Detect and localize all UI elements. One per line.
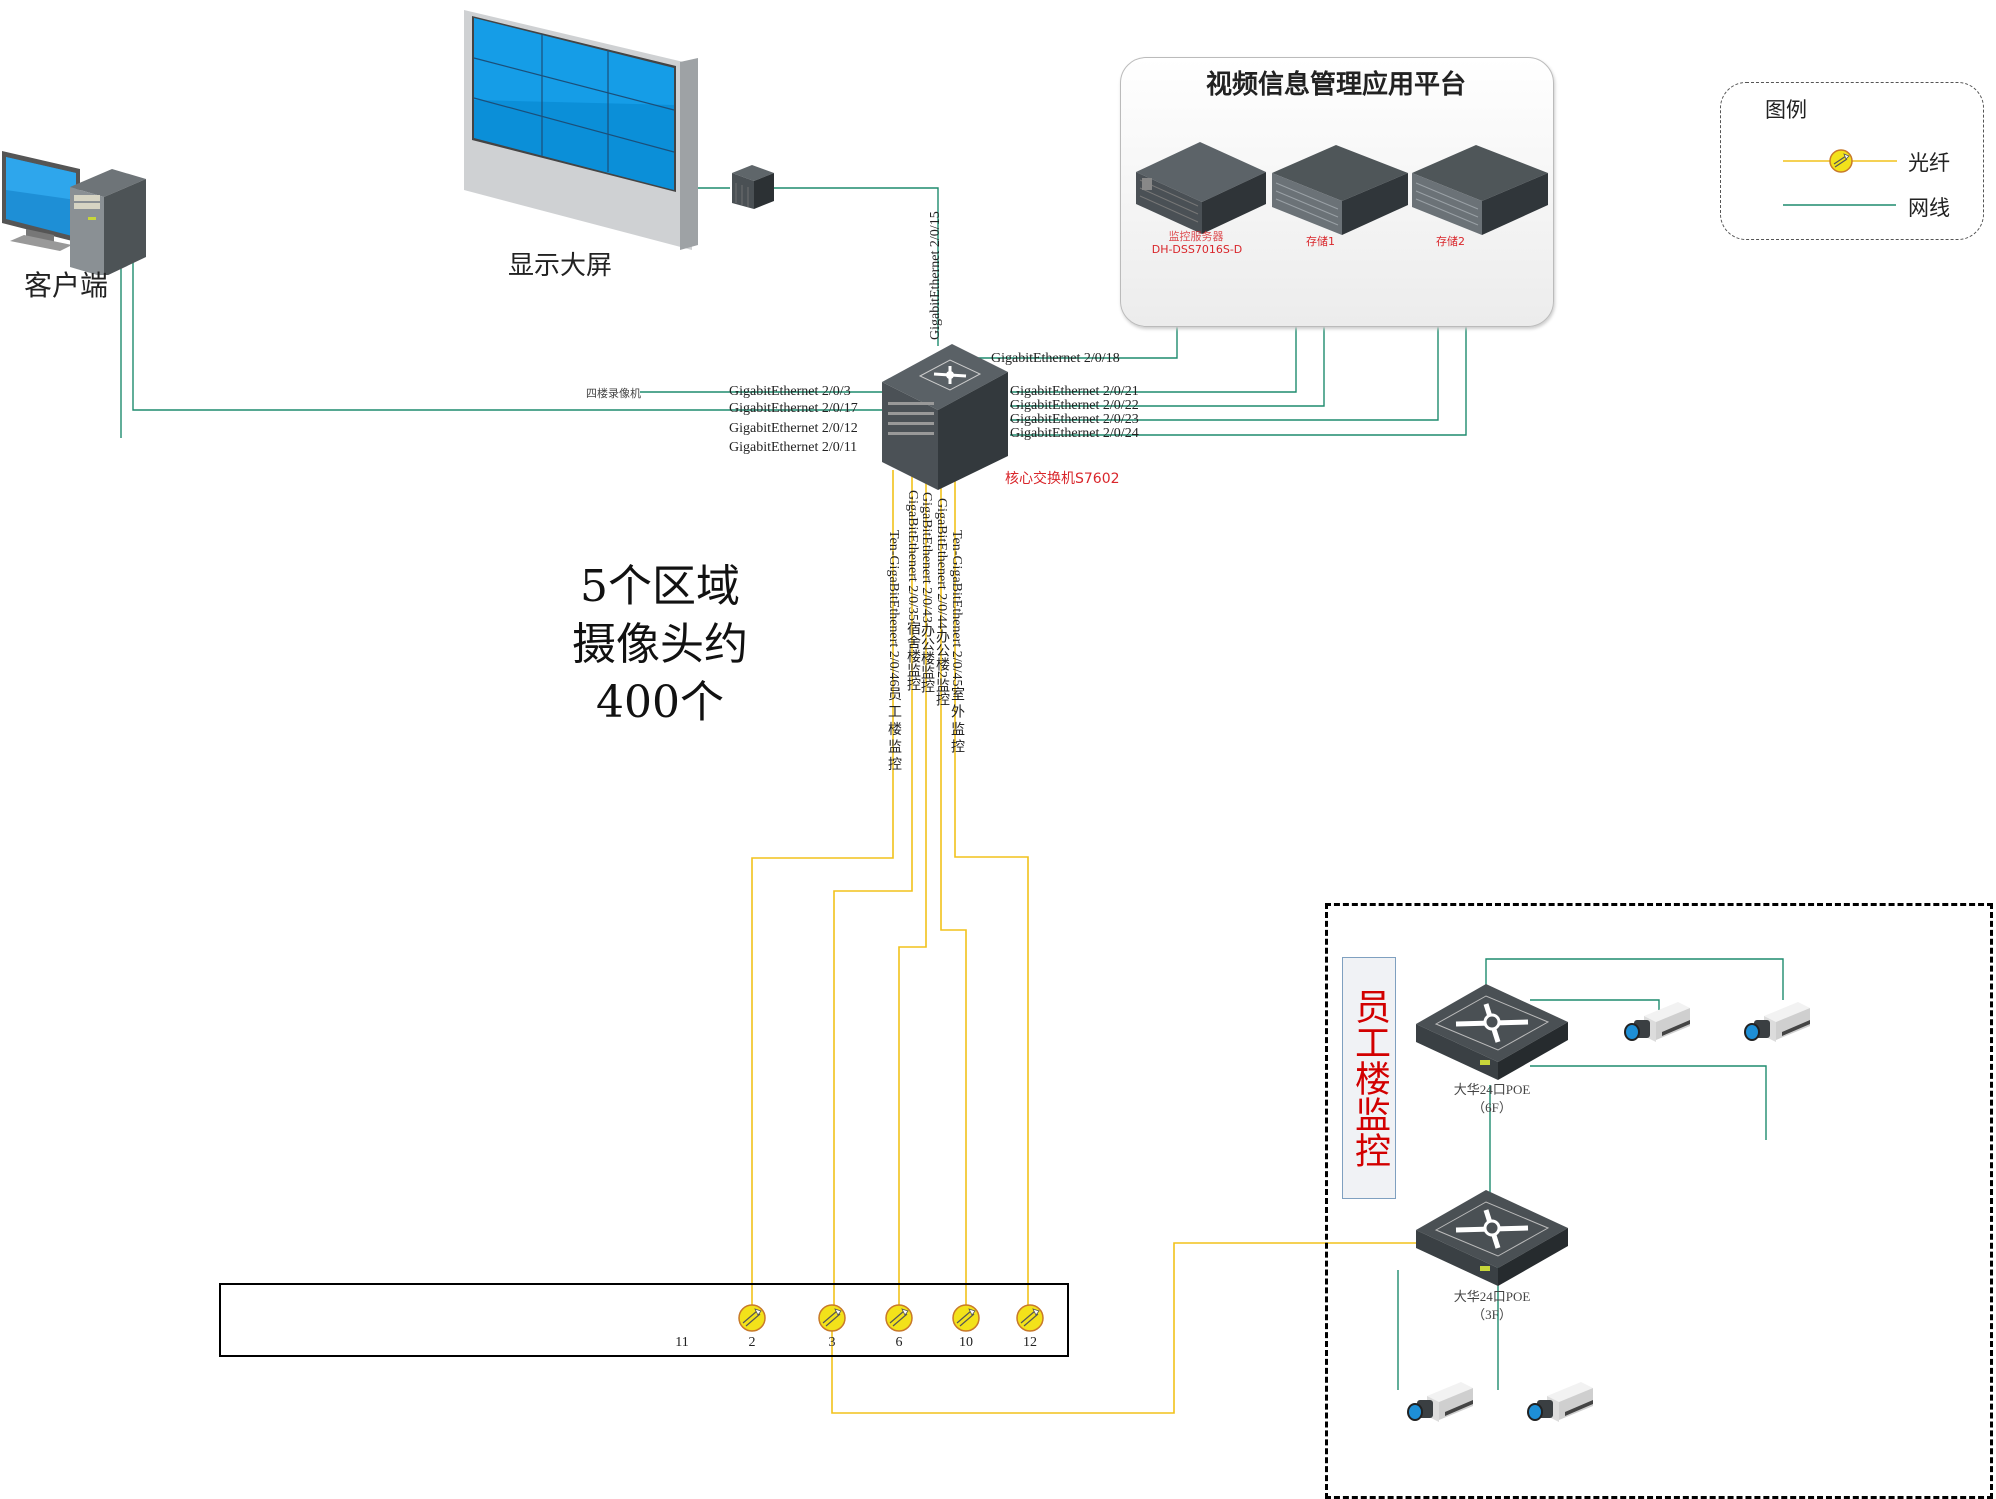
fiber-connector-icon [952, 1304, 980, 1332]
port-label-down-43: GigaBitEthenert 2/0/43办公楼监控 [919, 492, 934, 694]
camera-icon [1624, 1002, 1690, 1042]
storage1-icon [1272, 145, 1408, 235]
fiber-connector-icon [885, 1304, 913, 1332]
zone-title: 员工楼监控 [1342, 957, 1396, 1199]
poe-6f-name: 大华24口POE [1453, 1082, 1531, 1097]
odf-port-label: 11 [675, 1335, 689, 1350]
core-switch-icon [882, 344, 1008, 490]
fiber-port45 [954, 470, 1029, 1305]
poe-3f-name: 大华24口POE [1453, 1289, 1531, 1304]
odf-port-label: 10 [959, 1335, 973, 1350]
fiber-connector-icon [1829, 149, 1853, 173]
fiber-odf3-to-3f [831, 1242, 1420, 1414]
server-label: 监控服务器 [1168, 230, 1224, 243]
summary-line-2: 摄像头约 [572, 619, 748, 670]
fiber-port43 [898, 470, 927, 1305]
ethernet-decoder-to-core [774, 187, 939, 346]
server-model: DH-DSS7016S-D [1151, 243, 1243, 256]
zone-staff-building [1325, 903, 1993, 1499]
port-label-down-45: Ten-GigaBitEthenert 2/0/45室 外 监 控 [949, 530, 964, 753]
port-label-left-4: GigabitEthernet 2/0/11 [729, 440, 858, 455]
storage2-label: 存储2 [1436, 235, 1465, 248]
odf-port-label: 6 [895, 1335, 903, 1350]
port-label-server: GigabitEthernet 2/0/18 [991, 351, 1120, 366]
odf-panel [219, 1283, 1069, 1357]
port-label-top: GigabitEthernet 2/0/15 [928, 211, 943, 340]
camera-icon [1407, 1382, 1473, 1422]
storage1-label: 存储1 [1306, 235, 1335, 248]
poe-3f-label: 大华24口POE （3F） [1447, 1288, 1537, 1324]
summary-line-3: 400个 [596, 677, 724, 728]
legend [1720, 82, 1984, 240]
port-label-left-1: GigabitEthernet 2/0/3 [729, 384, 851, 399]
port-label-right-3: GigabitEthernet 2/0/23 [1010, 412, 1139, 427]
server-icon [1136, 142, 1266, 234]
legend-fiber-label: 光纤 [1908, 151, 1950, 175]
fiber-connector-icon [818, 1304, 846, 1332]
camera-icon [1527, 1382, 1593, 1422]
poe-3f-floor: （3F） [1472, 1307, 1512, 1322]
port-label-down-44: GigaBitEthenert 2/0/44办公楼2监控 [934, 498, 949, 707]
port-label-left-3: GigabitEthernet 2/0/12 [729, 421, 858, 436]
ethernet-6f-to-cam2 [1485, 958, 1784, 1005]
port-label-down-35: GigaBitEthenert 2/0/35宿舍楼监控 [905, 490, 920, 692]
fiber-port46 [751, 470, 894, 1305]
odf-port-label: 12 [1023, 1335, 1037, 1350]
fiber-connector-icon [738, 1304, 766, 1332]
summary-line-1: 5个区域 [580, 561, 740, 612]
port-label-right-2: GigabitEthernet 2/0/22 [1010, 398, 1139, 413]
nvr-label: 四楼录像机 [586, 387, 641, 400]
ethernet-6f-to-cam1 [1530, 999, 1660, 1010]
camera-summary: 5个区域 摄像头约 400个 [552, 558, 768, 732]
fiber-port35 [833, 470, 913, 1305]
poe-6f-label: 大华24口POE （6F） [1447, 1081, 1537, 1117]
port-label-right-4: GigabitEthernet 2/0/24 [1010, 426, 1139, 441]
ethernet-6f-to-right [1530, 1065, 1767, 1140]
odf-port-label: 3 [828, 1335, 836, 1350]
decoder-icon [732, 165, 774, 209]
video-wall-label: 显示大屏 [508, 251, 613, 281]
camera-icon [1744, 1002, 1810, 1042]
ethernet-client-to-core [132, 245, 890, 411]
legend-title: 图例 [1765, 98, 1807, 122]
port-label-down-46: Ten-GigaBitEthenert 2/0/46员 工 楼 监 控 [886, 530, 901, 771]
client-pc-icon [2, 151, 146, 275]
legend-ethernet-label: 网线 [1908, 196, 1950, 220]
core-switch-label: 核心交换机S7602 [1005, 471, 1120, 487]
fiber-connector-icon [1016, 1304, 1044, 1332]
platform-title: 视频信息管理应用平台 [1205, 70, 1466, 100]
client-label: 客户端 [24, 269, 109, 302]
storage2-icon [1412, 145, 1548, 235]
video-wall-icon [464, 10, 698, 250]
poe-switch-6f-icon [1416, 984, 1568, 1080]
port-label-right-1: GigabitEthernet 2/0/21 [1010, 384, 1139, 399]
poe-switch-3f-icon [1416, 1190, 1568, 1286]
port-label-left-2: GigabitEthernet 2/0/17 [729, 401, 858, 416]
odf-port-label: 2 [748, 1335, 756, 1350]
poe-6f-floor: （6F） [1472, 1100, 1512, 1115]
fiber-port44 [940, 470, 967, 1305]
